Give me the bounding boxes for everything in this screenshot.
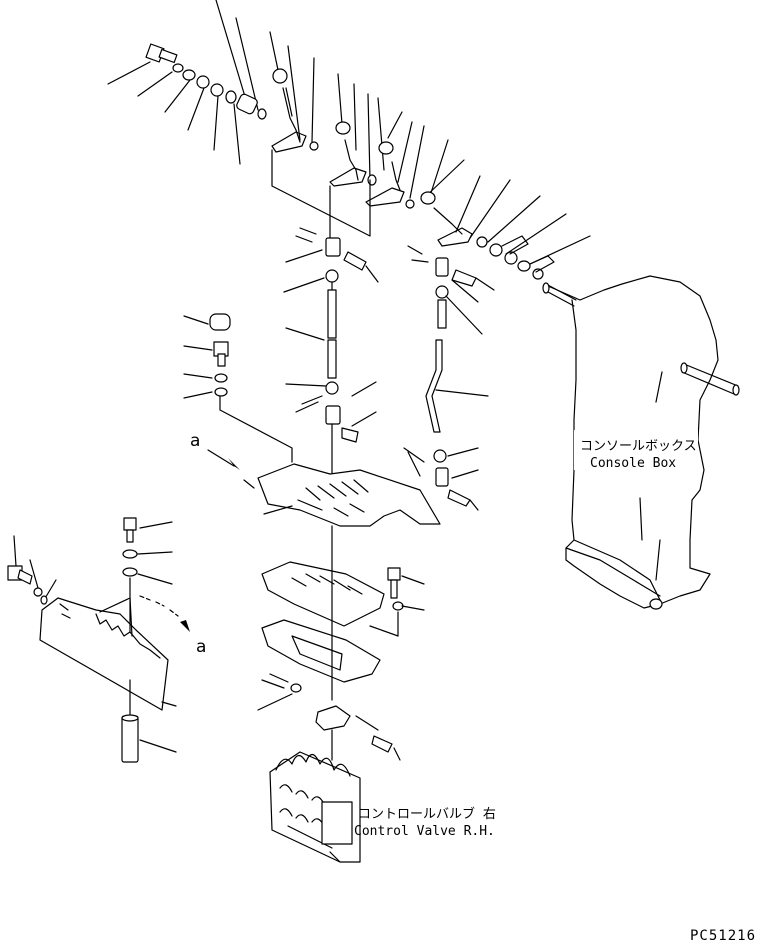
knob-2 [335,121,351,135]
cover-plate [39,597,169,711]
washer-2 [182,69,196,81]
pin-3 [451,269,477,287]
clevis-1 [325,237,341,257]
console-box-label-jp: コンソールボックス [580,439,697,454]
bracket-plate [257,463,441,527]
lever-3 [365,161,405,207]
washer-13 [517,260,531,272]
console-box-label-en: Console Box [590,456,676,471]
leader-lines [107,0,591,265]
cap [209,313,231,331]
washer-3 [196,75,210,89]
console-box: コンソールボックス Console Box [542,275,740,610]
control-valve: コントロールバルブ 右 Control Valve R.H. [269,751,496,863]
knob-1 [272,68,288,84]
drawing-code: PC51216 [690,928,756,944]
gasket-hardware [369,567,425,637]
lever-1 [271,87,307,153]
rod-2 [327,339,337,379]
clevis-2 [325,405,341,425]
pin-1 [343,251,367,271]
gasket-upper [261,561,385,627]
bracket-b [529,255,555,273]
bent-rod [425,339,443,433]
left-hardware [183,313,293,463]
bracket-a [501,235,529,255]
clevis-4 [435,467,449,487]
washer-12 [504,251,518,265]
left-cover-assembly: a [7,517,206,763]
pin-2 [341,427,359,443]
washer-8 [367,174,377,186]
nut-3 [435,285,449,299]
nut-2 [325,381,339,395]
bushing [236,93,258,115]
top-hardware-row [145,43,555,280]
rod-1 [327,289,337,339]
ref-label-a-top: a [190,431,200,451]
rod-3 [437,299,447,329]
washer-1 [172,63,184,73]
washer-5 [225,90,237,104]
washer-11 [489,243,503,257]
washer-9 [405,199,415,209]
control-valve-label-jp: コントロールバルブ 右 [358,806,496,822]
right-rod-assembly [403,245,495,511]
washer-10 [476,236,488,248]
washer-4 [210,83,224,97]
pin-4 [447,489,471,507]
bolt-bottom [371,735,393,753]
clevis-3 [435,257,449,277]
knob-4 [420,191,436,205]
left-rod-assembly [283,227,379,491]
washer-6 [257,108,267,120]
gasket-lower [261,619,381,683]
lower-hardware [257,673,401,761]
knob-3 [378,141,394,155]
washer-left-2 [214,387,228,397]
ref-arrow-top: a [190,431,255,489]
flange-plate [315,705,351,731]
washer-14 [532,268,544,280]
washer-7 [309,141,319,151]
standoff [121,715,139,763]
ref-label-a-bottom: a [196,637,206,657]
washer-left-1 [214,373,228,383]
nut-4 [433,449,447,463]
lever-2 [329,139,367,187]
control-valve-label-en: Control Valve R.H. [354,824,495,839]
nut-1 [325,269,339,283]
bolt-top [145,43,178,64]
lever-4 [433,207,473,247]
